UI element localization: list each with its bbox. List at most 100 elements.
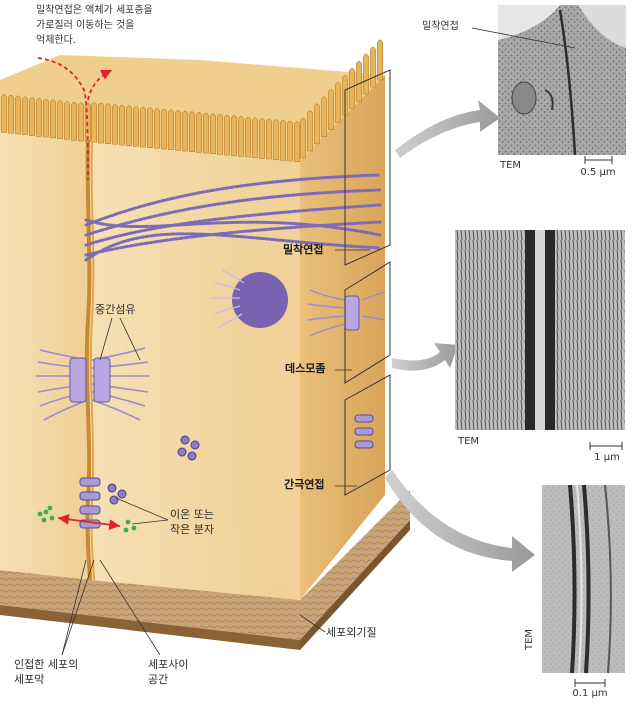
microvillus <box>133 106 139 147</box>
fluid-path-out <box>87 69 113 101</box>
tem-desmosome <box>455 230 625 430</box>
label-membranes-2: 세포막 <box>14 673 45 686</box>
cell-side <box>300 75 385 600</box>
microvillus <box>294 121 300 162</box>
scale-bar-1 <box>584 156 613 164</box>
microvillus <box>363 53 369 95</box>
microvillus <box>238 116 244 157</box>
microvillus <box>15 95 21 135</box>
microvillus <box>314 103 320 145</box>
caption-line-3: 억제한다. <box>36 35 76 46</box>
microvillus <box>252 117 258 158</box>
label-tight-junction: 밀착연접 <box>283 243 324 256</box>
tem-gap-scale: 0.1 µm <box>572 688 608 699</box>
tem-tight-junction <box>498 5 626 156</box>
microvillus <box>210 113 216 154</box>
microvillus <box>280 120 286 161</box>
tem-gap-junction <box>542 484 625 674</box>
microvillus <box>196 112 202 153</box>
callout-arrow-desmosome <box>392 343 458 371</box>
microvillus <box>140 106 146 148</box>
microvilli <box>1 39 383 162</box>
tem-tight-leader <box>471 27 576 49</box>
microvillus <box>287 120 293 162</box>
microvillus <box>175 110 181 151</box>
microvillus <box>224 114 230 156</box>
desmosome-plaque-right <box>93 357 111 403</box>
microvillus <box>203 112 209 154</box>
ecm-edge-side <box>300 520 410 650</box>
microvillus <box>231 115 237 156</box>
microvillus <box>273 119 279 160</box>
gap-junction-side <box>354 414 374 449</box>
desmosome-disc-filaments <box>212 269 245 329</box>
microvillus <box>1 94 7 133</box>
label-membranes-1: 인접한 세포의 <box>14 658 79 671</box>
ions <box>37 505 137 533</box>
microvillus <box>119 104 125 146</box>
microvillus <box>307 110 313 152</box>
plasma-membrane-2 <box>89 139 95 581</box>
microvillus <box>349 68 355 109</box>
tem-tight-label: 밀착연접 <box>422 21 459 32</box>
microvillus <box>71 101 77 141</box>
microvillus <box>335 82 341 123</box>
caption-line-2: 가로질러 이동하는 것을 <box>36 20 135 31</box>
microvillus <box>147 107 153 148</box>
microvillus <box>29 97 35 136</box>
microvillus <box>168 109 174 150</box>
desmosome-disc <box>232 272 288 328</box>
cell-interior-shade <box>200 160 300 600</box>
microvillus <box>300 117 306 159</box>
microvillus <box>98 102 104 144</box>
callout-frames <box>344 69 391 496</box>
ion-flow-arrow <box>57 514 121 530</box>
microvillus <box>112 104 118 145</box>
scale-bar-2 <box>589 442 623 450</box>
tem-gap-tag: TEM <box>524 628 535 650</box>
microvillus <box>217 114 223 155</box>
microvillus <box>182 110 188 152</box>
callout-arrow-tight <box>395 100 500 158</box>
microvillus <box>189 111 195 152</box>
tem-tight-scale: 0.5 µm <box>580 167 616 178</box>
microvillus <box>8 94 14 134</box>
tem-desmosome-tag: TEM <box>458 436 480 447</box>
microvillus <box>91 102 97 143</box>
microvillus <box>36 97 42 137</box>
extracellular-matrix <box>0 490 410 640</box>
caption-line-1: 밀착연접은 액체가 세포층을 <box>36 5 153 16</box>
label-intercellular-1: 세포사이 <box>148 658 189 671</box>
microvillus <box>259 118 265 159</box>
fluid-path-in <box>37 57 89 181</box>
microvillus <box>43 98 49 138</box>
microvillus <box>78 102 84 142</box>
microvillus <box>22 96 28 136</box>
label-ions-2: 작은 분자 <box>170 523 214 536</box>
microvillus <box>154 108 160 149</box>
microvillus <box>57 100 63 139</box>
callout-arrow-gap <box>385 470 535 572</box>
microvillus <box>321 96 327 137</box>
desmosome-plaque-left <box>69 357 87 403</box>
microvillus <box>126 105 132 147</box>
tem-desmosome-scale: 1 µm <box>594 452 620 463</box>
label-desmosome: 데스모좀 <box>285 362 326 375</box>
microvillus <box>328 89 334 130</box>
desmosome-side-plaque <box>344 295 360 331</box>
microvillus <box>245 116 251 158</box>
leader-lines <box>61 249 370 656</box>
microvillus <box>161 108 167 150</box>
microvillus <box>64 101 70 140</box>
desmosome-side <box>307 289 386 337</box>
microvillus <box>50 99 56 139</box>
microvillus <box>370 46 376 88</box>
microvillus <box>105 103 111 145</box>
label-ecm: 세포외기질 <box>326 626 377 639</box>
label-gap-junction: 간극연접 <box>284 478 325 491</box>
label-ions-1: 이온 또는 <box>170 508 214 521</box>
gap-junction-enface <box>107 435 200 505</box>
scale-bar-3 <box>574 679 606 687</box>
